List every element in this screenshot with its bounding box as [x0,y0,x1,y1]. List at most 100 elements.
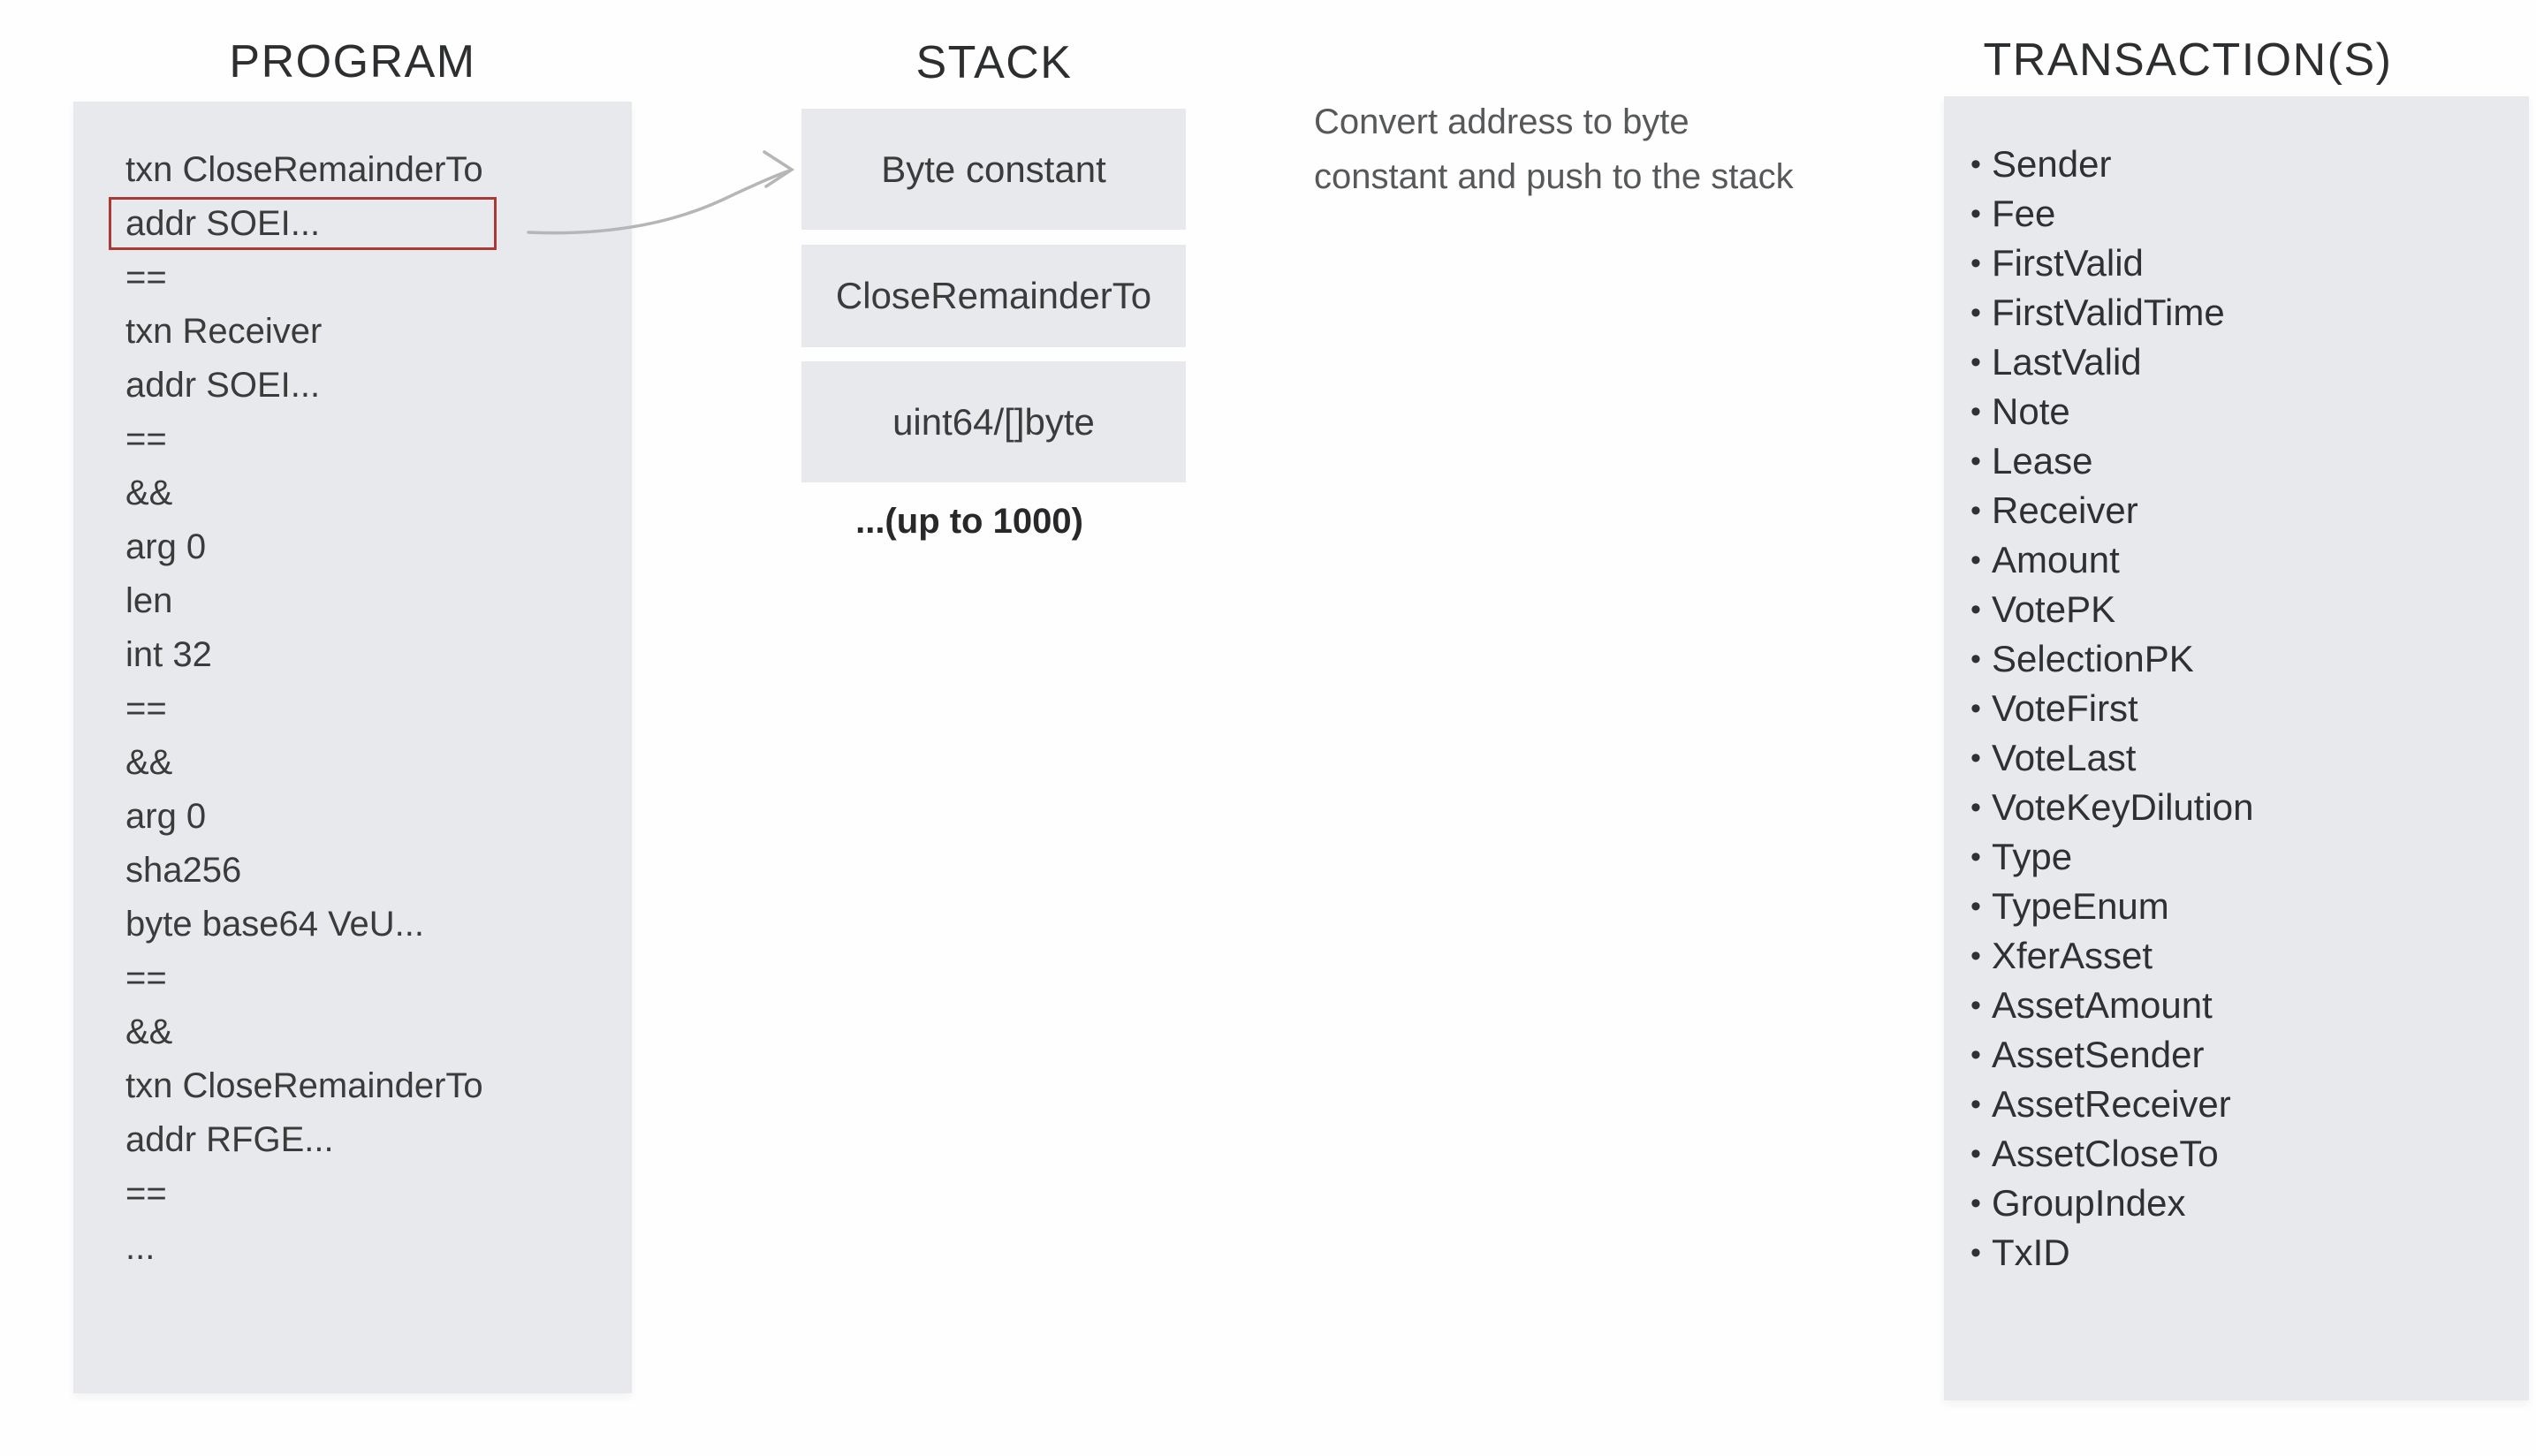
program-line: int 32 [125,635,212,674]
transaction-field-label: VoteFirst [1992,687,2138,729]
transaction-field: • SelectionPK [1970,634,2254,684]
transaction-field-label: Amount [1992,539,2120,580]
bullet-icon: • [1970,890,1981,923]
stack-slot-label: Byte constant [881,148,1106,190]
bullet-icon: • [1970,840,1981,874]
annotation-line-2: constant and push to the stack [1314,157,1794,196]
program-line: txn Receiver [125,312,323,351]
bullet-icon: • [1970,642,1981,676]
transaction-field-label: Fee [1992,193,2056,234]
bullet-icon: • [1970,741,1981,775]
transaction-field: • FirstValid [1970,239,2254,288]
bullet-icon: • [1970,939,1981,973]
program-line: byte base64 VeU... [125,905,425,944]
transaction-field-label: FirstValid [1992,242,2144,284]
transaction-field: • XferAsset [1970,931,2254,981]
transaction-field-label: FirstValidTime [1992,292,2225,333]
program-line: && [125,743,173,782]
bullet-icon: • [1970,593,1981,626]
program-panel: txn CloseRemainderTo addr SOEI... == txn… [73,102,632,1393]
transaction-field-label: AssetAmount [1992,984,2213,1026]
stack-slot-label: uint64/[]byte [892,400,1095,443]
transaction-field: • GroupIndex [1970,1179,2254,1228]
annotation-text: Convert address to byte constant and pus… [1314,95,1794,204]
highlighted-opcode-box [109,197,497,250]
transaction-field-label: SelectionPK [1992,638,2194,679]
bullet-icon: • [1970,1187,1981,1220]
transaction-field: • Fee [1970,189,2254,239]
bullet-icon: • [1970,1088,1981,1121]
transaction-field-label: VoteLast [1992,737,2137,778]
bullet-icon: • [1970,345,1981,379]
program-line: ... [125,1228,156,1267]
transaction-field-label: TxID [1992,1232,2070,1273]
bullet-icon: • [1970,543,1981,577]
annotation-line-1: Convert address to byte [1314,102,1689,141]
bullet-icon: • [1970,1038,1981,1072]
bullet-icon: • [1970,494,1981,527]
transaction-field: • VotePK [1970,585,2254,634]
bullet-icon: • [1970,148,1981,181]
transaction-field: • AssetAmount [1970,981,2254,1030]
transactions-panel: • Sender • Fee • FirstValid • FirstValid… [1944,96,2529,1400]
bullet-icon: • [1970,791,1981,824]
bullet-icon: • [1970,197,1981,231]
program-title: PROGRAM [229,36,476,87]
stack-slot-uint64-byte: uint64/[]byte [801,361,1186,482]
program-line: len [125,581,173,620]
transaction-field: • Amount [1970,535,2254,585]
program-line: arg 0 [125,797,207,836]
program-line: addr SOEI... [125,366,321,405]
program-line: txn CloseRemainderTo [125,1066,483,1105]
transaction-field: • TxID [1970,1228,2254,1278]
transaction-field-label: LastValid [1992,341,2142,383]
transaction-field: • VoteLast [1970,733,2254,783]
transaction-field: • TypeEnum [1970,882,2254,931]
transaction-field: • Receiver [1970,486,2254,535]
transaction-field: • VoteKeyDilution [1970,783,2254,832]
program-line: == [125,689,167,728]
program-line: == [125,258,167,297]
transaction-field: • AssetCloseTo [1970,1129,2254,1179]
transaction-field-label: VotePK [1992,588,2116,630]
program-line: arg 0 [125,527,207,566]
transaction-field-label: Note [1992,391,2070,432]
transaction-field: • VoteFirst [1970,684,2254,733]
program-line: == [125,420,167,459]
transaction-field-label: TypeEnum [1992,885,2169,927]
bullet-icon: • [1970,1236,1981,1270]
transaction-field: • Type [1970,832,2254,882]
transaction-field-label: Type [1992,836,2073,877]
transaction-field-label: AssetReceiver [1992,1083,2231,1125]
transaction-field: • FirstValidTime [1970,288,2254,337]
transaction-field: • LastValid [1970,337,2254,387]
transaction-field: • AssetSender [1970,1030,2254,1080]
transaction-field: • Note [1970,387,2254,436]
program-line: sha256 [125,851,242,890]
transaction-field-label: XferAsset [1992,935,2153,976]
transactions-title: TRANSACTION(S) [1983,34,2393,86]
push-to-stack-arrow [527,150,795,235]
stack-slot-closeremainderto: CloseRemainderTo [801,245,1186,347]
bullet-icon: • [1970,444,1981,478]
transaction-field-label: AssetCloseTo [1992,1133,2219,1174]
transaction-field-label: GroupIndex [1992,1182,2186,1224]
bullet-icon: • [1970,296,1981,330]
stack-title: STACK [915,37,1073,88]
stack-capacity-note: ...(up to 1000) [855,502,1083,541]
program-line: && [125,1012,173,1051]
transaction-field: • Lease [1970,436,2254,486]
transaction-field-list: • Sender • Fee • FirstValid • FirstValid… [1970,140,2254,1278]
bullet-icon: • [1970,989,1981,1022]
program-line: addr RFGE... [125,1120,334,1159]
program-line: == [125,959,167,997]
program-line-list: txn CloseRemainderTo addr SOEI... == txn… [125,143,483,1275]
stack-slot-byte-constant: Byte constant [801,109,1186,230]
bullet-icon: • [1970,1137,1981,1171]
bullet-icon: • [1970,395,1981,428]
program-line: txn CloseRemainderTo [125,150,483,189]
transaction-field: • AssetReceiver [1970,1080,2254,1129]
program-line: && [125,474,173,512]
program-line: addr SOEI... [125,204,321,243]
